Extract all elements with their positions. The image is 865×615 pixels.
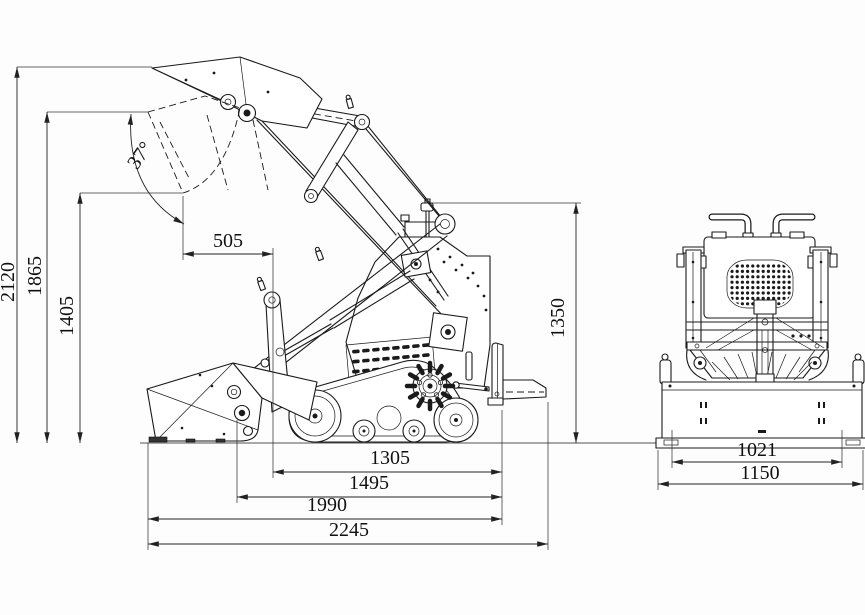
bucket-base-plate	[655, 437, 865, 449]
side-view: 2120 1865 1405 1350 505 37° 1305 1495 19…	[0, 56, 660, 550]
lower-frame	[659, 299, 865, 385]
dim-overall-width: 1150	[740, 462, 779, 484]
raised-bucket	[151, 56, 323, 129]
front-view-dimensions: 1021 1150	[657, 430, 864, 490]
dim-pivot-to-rear-length: 1305	[370, 447, 410, 469]
center-mast-cylinder	[753, 299, 777, 383]
dim-dump-reach: 505	[213, 230, 243, 252]
lowered-loader-arm	[230, 223, 448, 413]
hinge-rod	[465, 351, 473, 381]
gusset-lines	[705, 317, 825, 351]
fan-gusset-lines	[711, 351, 813, 381]
rear-panel	[487, 342, 504, 406]
dim-dump-angle: 37°	[123, 138, 157, 174]
dim-dump-clearance-height: 1865	[24, 256, 46, 296]
lowered-bucket	[146, 362, 318, 443]
dim-hinge-to-rear-length: 1495	[349, 472, 389, 494]
body-bolt-dots	[428, 247, 488, 312]
dim-overall-height: 2120	[0, 262, 19, 302]
operator-platform	[502, 379, 547, 400]
track-rollers	[352, 419, 426, 443]
bucket-bolt-ticks	[700, 402, 825, 433]
dim-bucket-inner-width: 1021	[737, 439, 777, 461]
front-view: 1021 1150	[655, 213, 865, 490]
drive-sprocket	[404, 360, 456, 412]
dim-length-without-platform: 1990	[307, 494, 347, 516]
dump-angle-arc	[127, 113, 185, 225]
raised-loader-arm	[237, 86, 468, 352]
rear-idler-wheel	[433, 397, 479, 443]
dim-handle-height: 1350	[547, 298, 569, 338]
track-undercarriage	[288, 359, 479, 443]
front-bucket	[655, 381, 865, 449]
frame-hole	[376, 405, 402, 431]
side-view-dimensions: 2120 1865 1405 1350 505 37° 1305 1495 19…	[0, 66, 581, 550]
cutting-edge-pad	[148, 436, 168, 443]
dim-overall-length: 2245	[329, 519, 369, 541]
dim-lip-clearance-height: 1405	[56, 296, 78, 336]
side-posts	[676, 246, 838, 349]
handlebars	[708, 213, 816, 242]
